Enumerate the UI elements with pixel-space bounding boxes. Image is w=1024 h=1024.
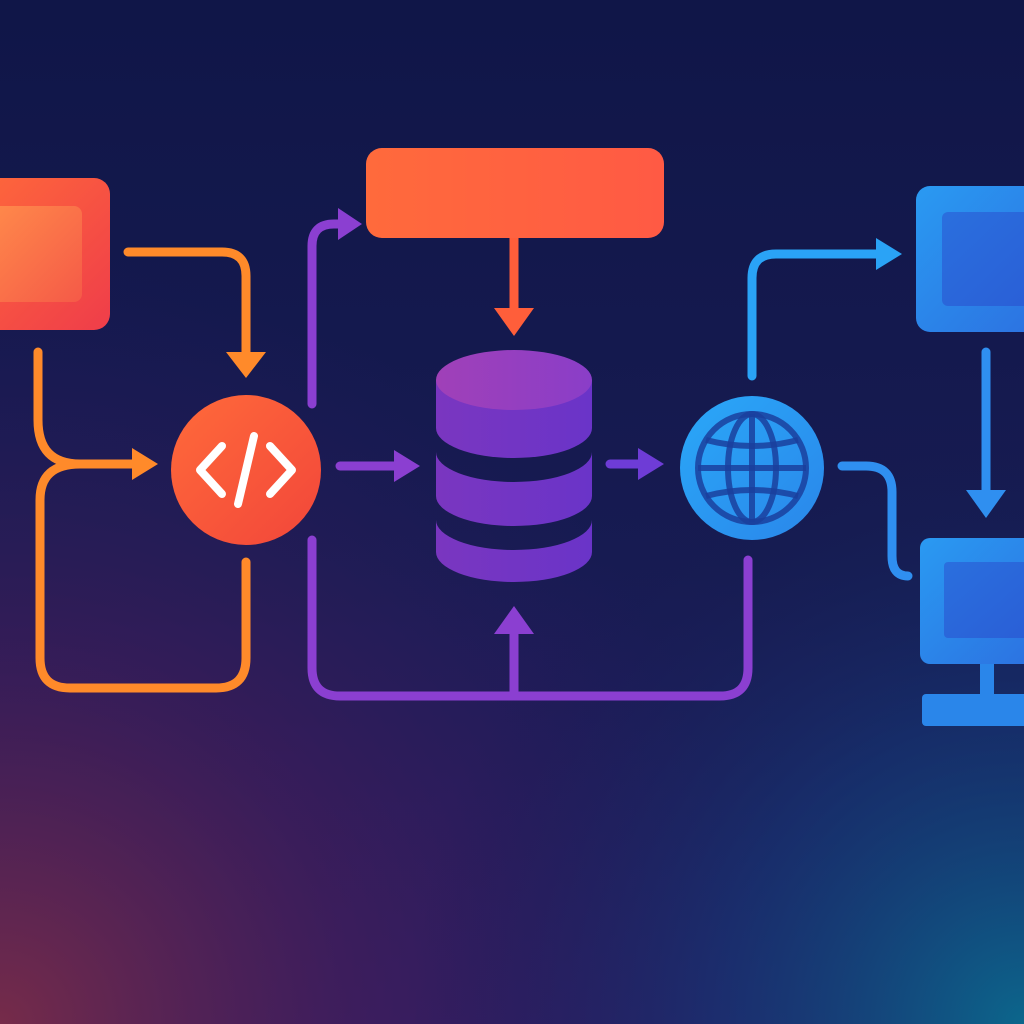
- connector-bottom-bus: [307, 535, 753, 701]
- globe-icon: [695, 411, 809, 525]
- code-brackets-icon: [196, 432, 296, 508]
- arrowhead-down-icon: [966, 490, 1006, 518]
- arrowhead-right-icon: [338, 208, 362, 240]
- arrowhead-down-icon: [226, 352, 266, 378]
- panel-inner-screen: [942, 212, 1024, 306]
- node-monitor: [920, 538, 1024, 726]
- connector-globe-to-target-panel: [747, 249, 883, 381]
- connector-source-to-code-top: [123, 247, 251, 357]
- connector-code-to-top-bar: [307, 219, 345, 409]
- node-code: [171, 395, 321, 545]
- connector-globe-to-monitor: [837, 461, 913, 581]
- connector-code-loop: [35, 459, 251, 693]
- node-globe: [680, 396, 824, 540]
- arrowhead-down-icon: [494, 308, 534, 336]
- node-source-panel: [0, 178, 110, 330]
- arrowhead-right-icon: [876, 238, 902, 270]
- node-database: [436, 350, 592, 582]
- arrowhead-right-icon: [132, 448, 158, 480]
- panel-inner-screen: [0, 206, 82, 302]
- arrowhead-right-icon: [638, 448, 664, 480]
- arrowhead-right-icon: [394, 450, 420, 482]
- monitor-icon: [920, 538, 1024, 726]
- arrowhead-up-icon: [494, 606, 534, 634]
- node-top-bar: [366, 148, 664, 238]
- database-icon: [436, 350, 592, 582]
- node-target-panel: [916, 186, 1024, 332]
